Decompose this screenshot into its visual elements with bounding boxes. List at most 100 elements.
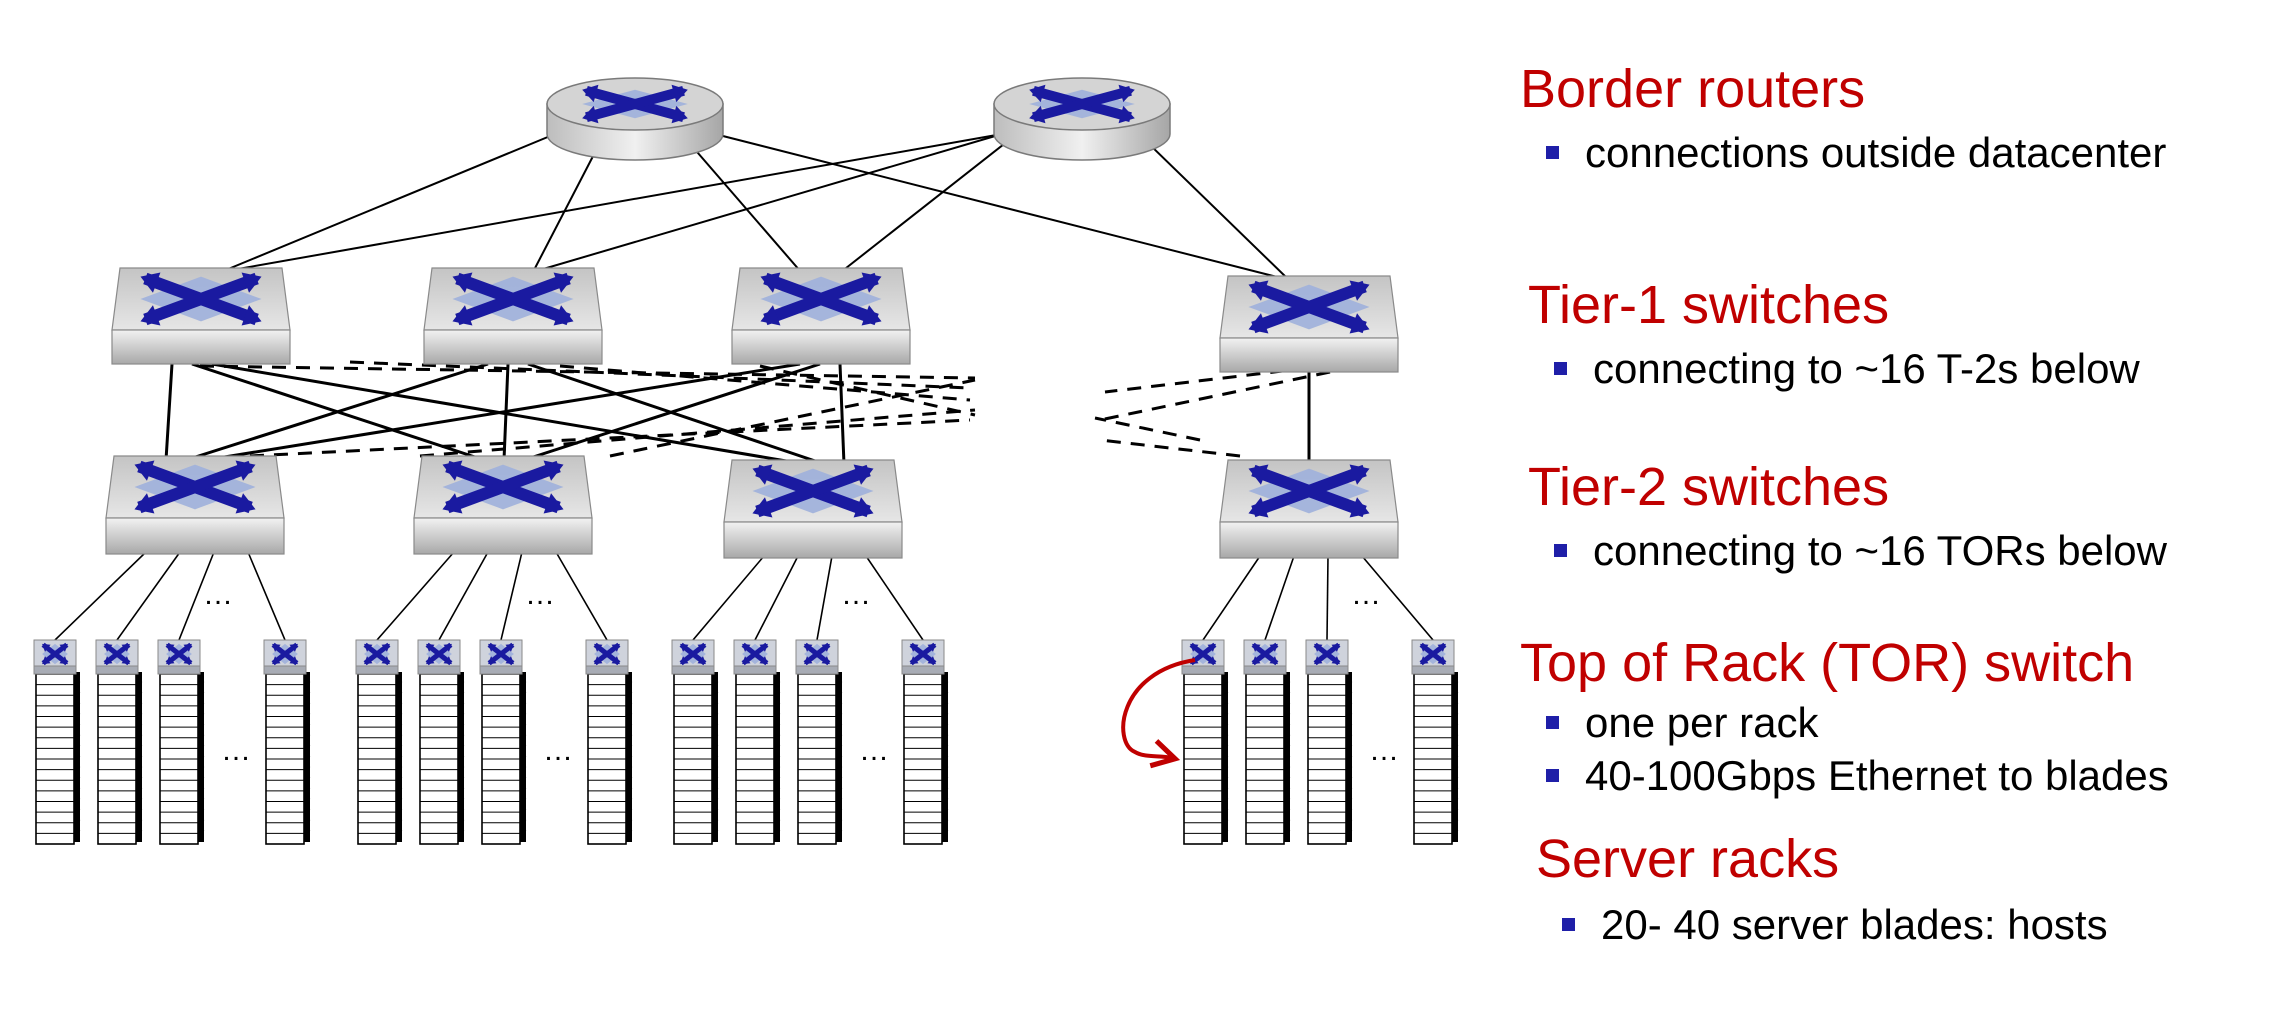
switch-icon: [41, 642, 69, 666]
legend-bullet-text: connecting to ~16 TORs below: [1593, 527, 2167, 574]
legend-bullet-text: connecting to ~16 T-2s below: [1593, 345, 2140, 392]
switch-icon: [752, 464, 874, 518]
legend-bullet-text: 40-100Gbps Ethernet to blades: [1585, 752, 2169, 799]
legend-bullet-border-routers: connections outside datacenter: [1546, 132, 2166, 174]
bullet-icon: [1546, 769, 1559, 782]
switch-icon: [140, 272, 262, 326]
tor-switch: [1305, 639, 1349, 675]
rack-ellipsis-2: …: [543, 734, 573, 767]
server-rack-3-1: [671, 639, 719, 845]
tier1-switch-4: [1219, 275, 1399, 373]
router-icon: [1029, 84, 1135, 124]
legend-bullet-tier1: connecting to ~16 T-2s below: [1554, 348, 2140, 390]
bullet-icon: [1546, 146, 1559, 159]
switch-icon: [487, 642, 515, 666]
server-rack-1-4: [263, 639, 311, 845]
server-rack-3-2: [733, 639, 781, 845]
switch-icon: [425, 642, 453, 666]
tier2-switch-4: [1219, 459, 1399, 559]
server-rack-2-3: [479, 639, 527, 845]
legend-bullet-text: one per rack: [1585, 699, 1819, 746]
server-rack-2-1: [355, 639, 403, 845]
switch-icon: [363, 642, 391, 666]
switch-icon: [803, 642, 831, 666]
switch-icon: [165, 642, 193, 666]
tor-switch: [355, 639, 399, 675]
tier2-ellipsis-2: …: [525, 578, 555, 611]
server-rack-3-3: [795, 639, 843, 845]
server-rack-1-1: [33, 639, 81, 845]
legend-title-server-racks: Server racks: [1536, 829, 1840, 889]
tor-switch: [95, 639, 139, 675]
server-rack-2-2: [417, 639, 465, 845]
tor-switch: [733, 639, 777, 675]
tier1-switch-1: [111, 267, 291, 365]
tor-to-blades-arrow: [1121, 658, 1196, 769]
border-router-1: [546, 77, 724, 161]
tier2-switch-1: [105, 455, 285, 555]
switch-icon: [1248, 464, 1370, 518]
server-rack-1-3: [157, 639, 205, 845]
rack-ellipsis-4: …: [1369, 734, 1399, 767]
rack-ellipsis-3: …: [859, 734, 889, 767]
legend-title-border-routers: Border routers: [1520, 59, 1866, 119]
server-rack-4-1: [1181, 639, 1229, 845]
legend-bullet-text: 20- 40 server blades: hosts: [1601, 901, 2108, 948]
legend-bullet-text: connections outside datacenter: [1585, 129, 2167, 176]
rack-ellipsis-1: …: [221, 734, 251, 767]
switch-icon: [679, 642, 707, 666]
border-router-2: [993, 77, 1171, 161]
datacenter-network-diagram: … … … … … … … …: [33, 77, 1459, 845]
switch-icon: [452, 272, 574, 326]
legend-bullet-tier2: connecting to ~16 TORs below: [1554, 530, 2167, 572]
bullet-icon: [1554, 544, 1567, 557]
server-rack-4-3: [1305, 639, 1353, 845]
bullet-icon: [1546, 716, 1559, 729]
tor-switch: [417, 639, 461, 675]
switch-icon: [741, 642, 769, 666]
tor-switch: [1243, 639, 1287, 675]
tier2-ellipsis-1: …: [203, 578, 233, 611]
switch-icon: [1419, 642, 1447, 666]
tor-switch: [901, 639, 945, 675]
server-rack-2-4: [585, 639, 633, 845]
tier1-switch-3: [731, 267, 911, 365]
bullet-icon: [1554, 362, 1567, 375]
tor-switch: [33, 639, 77, 675]
server-rack-4-4: [1411, 639, 1459, 845]
tor-switch: [1411, 639, 1455, 675]
tier1-switch-2: [423, 267, 603, 365]
switch-icon: [271, 642, 299, 666]
legend-bullet-server-racks: 20- 40 server blades: hosts: [1562, 904, 2108, 946]
tor-switch: [479, 639, 523, 675]
legend-bullet-tor-2: 40-100Gbps Ethernet to blades: [1546, 755, 2169, 797]
legend-title-tier2: Tier-2 switches: [1528, 457, 1890, 517]
switch-icon: [1251, 642, 1279, 666]
tor-switch: [671, 639, 715, 675]
tier2-switch-2: [413, 455, 593, 555]
server-rack-3-4: [901, 639, 949, 845]
server-rack-1-2: [95, 639, 143, 845]
legend-title-tier1: Tier-1 switches: [1528, 275, 1890, 335]
switch-icon: [593, 642, 621, 666]
legend-title-tor: Top of Rack (TOR) switch: [1520, 633, 2135, 693]
tier2-ellipsis-4: …: [1351, 578, 1381, 611]
switch-icon: [442, 460, 564, 514]
switch-icon: [134, 460, 256, 514]
tor-switch: [795, 639, 839, 675]
tier2-ellipsis-3: …: [841, 578, 871, 611]
tor-switch: [1181, 639, 1225, 675]
bullet-icon: [1562, 918, 1575, 931]
server-rack-4-2: [1243, 639, 1291, 845]
switch-icon: [103, 642, 131, 666]
tier2-switch-3: [723, 459, 903, 559]
switch-icon: [760, 272, 882, 326]
switch-icon: [1313, 642, 1341, 666]
switch-icon: [1248, 280, 1370, 334]
switch-icon: [909, 642, 937, 666]
tor-switch: [157, 639, 201, 675]
tor-switch: [263, 639, 307, 675]
tor-switch: [585, 639, 629, 675]
legend-bullet-tor-1: one per rack: [1546, 702, 1818, 744]
router-icon: [582, 84, 688, 124]
